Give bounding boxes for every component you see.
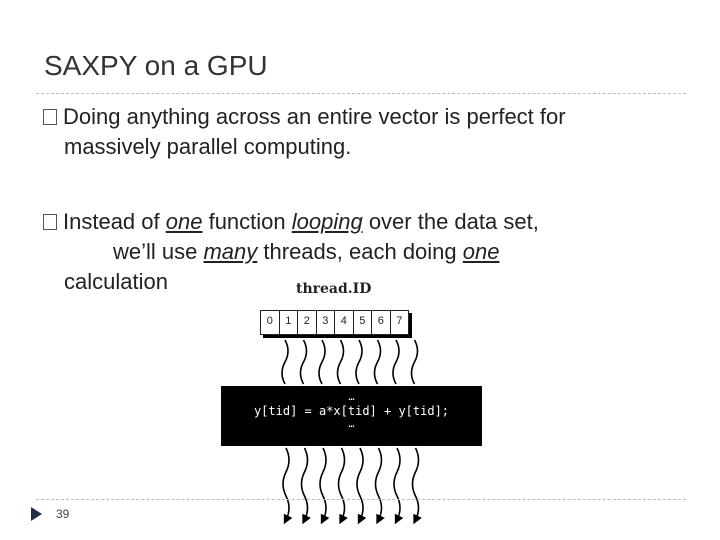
bullet-1-line-1: Doing anything across an entire vector i… xyxy=(63,104,566,129)
bullet-2: Instead of one function looping over the… xyxy=(43,207,683,297)
thread-id-cell: 7 xyxy=(396,315,403,327)
thread-arrow-out xyxy=(319,447,330,525)
thread-id-cell: 0 xyxy=(261,311,280,334)
bullet-1-line-2: massively parallel computing. xyxy=(64,134,352,159)
thread-arrow-out xyxy=(393,447,404,525)
title-divider xyxy=(36,93,686,94)
thread-id-cell: 3 xyxy=(317,311,335,334)
emphasis-one: one xyxy=(165,209,203,234)
thread-arrow-out xyxy=(374,447,385,525)
thread-arrow-out xyxy=(356,447,367,525)
bullet-box-icon xyxy=(43,109,57,125)
emphasis-many: many xyxy=(203,239,258,264)
bullet-box-icon xyxy=(43,214,57,230)
bullet-2-line-2-a: we’ll use xyxy=(113,239,204,264)
thread-arrow-in xyxy=(392,339,400,385)
thread-arrow-out xyxy=(411,447,422,525)
code-ellipsis-bottom: … xyxy=(348,419,355,430)
page-number: 39 xyxy=(56,507,70,521)
thread-id-label: thread.ID xyxy=(296,281,372,297)
thread-arrow-in xyxy=(299,339,308,385)
footer-divider xyxy=(36,499,686,500)
bullet-2-line-2-c: threads, each doing xyxy=(257,239,463,264)
thread-id-cell: 5 xyxy=(354,311,372,334)
saxpy-code-line: y[tid] = a*x[tid] + y[tid]; xyxy=(253,404,450,418)
slide-title: SAXPY on a GPU xyxy=(44,50,268,81)
thread-id-cell: 6 xyxy=(372,311,391,334)
code-ellipsis-top: … xyxy=(348,392,355,403)
emphasis-looping: looping xyxy=(291,209,363,234)
thread-arrow-out xyxy=(282,447,293,525)
bullet-2-text-c: function xyxy=(202,209,292,234)
thread-id-cell: 4 xyxy=(335,311,354,334)
thread-id-cell: 1 xyxy=(280,311,298,334)
bullet-2-text-a: Instead of xyxy=(63,209,166,234)
thread-arrow-out xyxy=(337,447,348,525)
thread-arrow-in xyxy=(318,339,326,385)
thread-arrow-in xyxy=(336,339,345,385)
emphasis-one-2: one xyxy=(462,239,500,264)
thread-id-cell: 2 xyxy=(298,311,317,334)
bullet-2-line-3: calculation xyxy=(64,269,168,294)
bullet-1: Doing anything across an entire vector i… xyxy=(43,102,683,162)
thread-arrow-out xyxy=(300,447,311,525)
thread-arrow-in xyxy=(355,339,363,385)
thread-arrow-in xyxy=(281,339,289,385)
thread-id-row: 0 1 2 3 4 5 6 7 xyxy=(260,310,409,335)
bullet-2-text-e: over the data set, xyxy=(362,209,539,234)
thread-arrow-in xyxy=(410,339,419,385)
slide-marker-icon xyxy=(31,507,42,521)
thread-arrow-in xyxy=(373,339,382,385)
kernel-code-box: … y[tid] = a*x[tid] + y[tid]; … xyxy=(221,386,482,446)
